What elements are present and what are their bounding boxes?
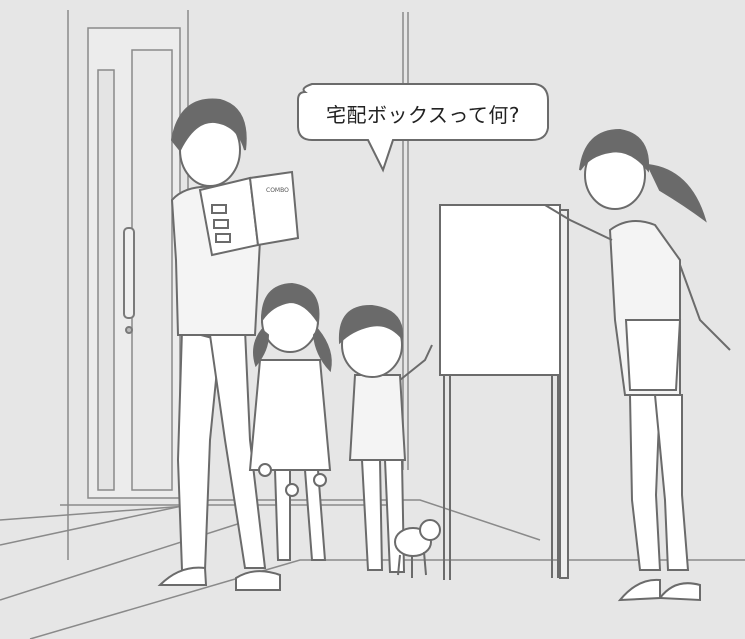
delivery-box-board — [439, 204, 569, 580]
speech-bubble — [297, 83, 549, 173]
door-handle-icon — [123, 227, 135, 334]
girl-figure — [248, 282, 332, 561]
small-dog-figure — [394, 519, 441, 578]
father-figure — [157, 98, 300, 591]
speech-bubble-text: 宅配ボックスって何? — [325, 102, 520, 127]
boy-figure — [338, 304, 433, 573]
booklet-brand-label: COMBO — [266, 187, 289, 194]
mother-figure — [544, 128, 731, 602]
flower-pattern-icon — [258, 463, 327, 497]
